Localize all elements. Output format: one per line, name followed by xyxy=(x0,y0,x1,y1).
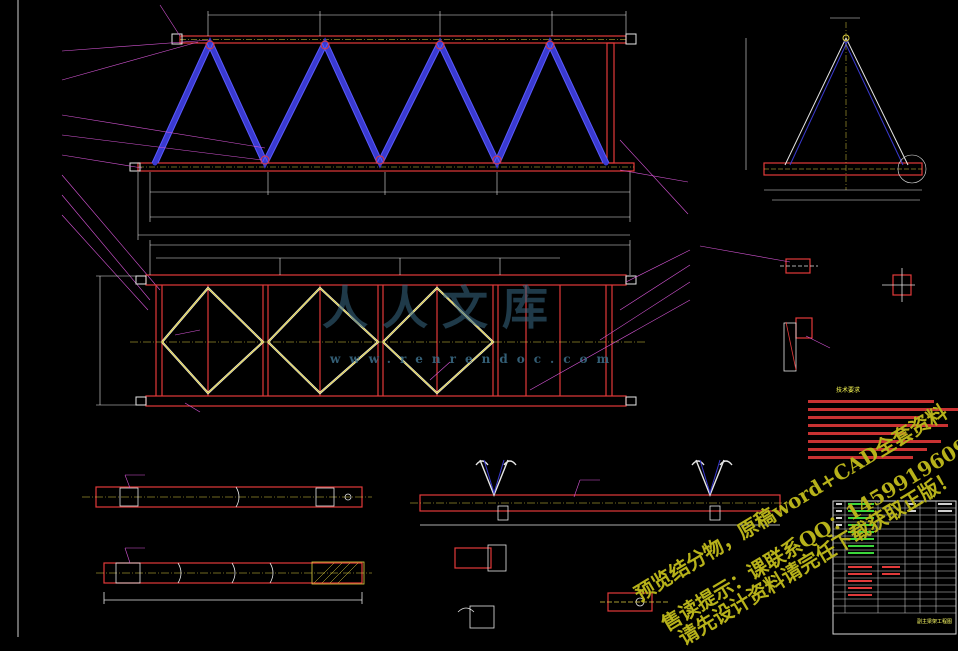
detail-views-right xyxy=(699,245,915,372)
watermark-site: www.renrendoc.com xyxy=(330,352,619,366)
end-post xyxy=(606,42,615,164)
small-detail-views xyxy=(454,544,670,629)
front-view-truss xyxy=(61,4,689,311)
truss-diagonals xyxy=(152,36,609,170)
cad-drawing-canvas xyxy=(17,0,957,637)
technical-notes: 技术要求 xyxy=(808,385,958,485)
plan-view-truss xyxy=(96,240,691,413)
parts-list-table xyxy=(832,500,957,635)
watermark-logo: 人人文库 xyxy=(322,281,562,335)
section-view-triangle xyxy=(745,17,927,201)
notes-heading: 技术要求 xyxy=(836,387,861,394)
node-detail-view xyxy=(410,459,790,526)
chord-detail-views xyxy=(82,474,372,604)
title-block-name: 副主梁架工程图 xyxy=(917,619,953,625)
